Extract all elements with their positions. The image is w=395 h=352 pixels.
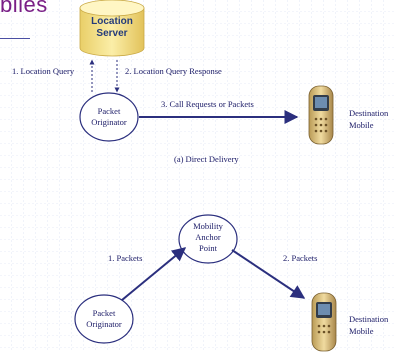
packets-arrow-2 <box>231 249 306 299</box>
mobile-phone-icon <box>311 292 337 352</box>
anchor-label-line1: Mobility <box>193 221 223 231</box>
cylinder-server-icon <box>79 0 145 57</box>
anchor-label-line2: Anchor <box>195 232 221 242</box>
server-label-line1: Location <box>91 16 133 27</box>
packet-originator-node-bottom <box>74 294 134 344</box>
anchor-label-line3: Point <box>199 243 217 253</box>
server-label-line2: Server <box>96 28 128 39</box>
title-underline <box>0 38 30 39</box>
destination-label-bottom-line2: Mobile <box>349 326 374 336</box>
originator-label-bottom-line1: Packet <box>92 308 116 318</box>
destination-label-bottom: Destination Mobile <box>349 313 388 337</box>
call-requests-label: 3. Call Requests or Packets <box>161 99 254 109</box>
originator-label-top-line2: Originator <box>91 117 127 127</box>
originator-label-bottom: Packet Originator <box>75 308 133 330</box>
originator-label-bottom-line2: Originator <box>86 319 122 329</box>
destination-label-top-line1: Destination <box>349 108 389 118</box>
slide-title: biles <box>0 0 48 17</box>
destination-label-top: Destination Mobile <box>349 107 388 131</box>
destination-label-top-line2: Mobile <box>349 120 374 130</box>
packets-label-1: 1. Packets <box>108 253 143 263</box>
mobility-anchor-node <box>178 214 238 264</box>
originator-label-top: Packet Originator <box>80 106 138 128</box>
packets-label-2: 2. Packets <box>283 253 318 263</box>
mobile-phone-icon <box>308 85 334 145</box>
originator-label-top-line1: Packet <box>97 106 121 116</box>
anchor-label: Mobility Anchor Point <box>179 221 237 254</box>
location-query-label: 1. Location Query <box>12 66 75 76</box>
server-label: Location Server <box>82 16 142 40</box>
direct-delivery-caption: (a) Direct Delivery <box>174 154 239 164</box>
packet-originator-node-top <box>79 92 139 142</box>
packets-arrow-1 <box>121 247 187 301</box>
destination-label-bottom-line1: Destination <box>349 314 389 324</box>
location-response-label: 2. Location Query Response <box>125 66 222 76</box>
